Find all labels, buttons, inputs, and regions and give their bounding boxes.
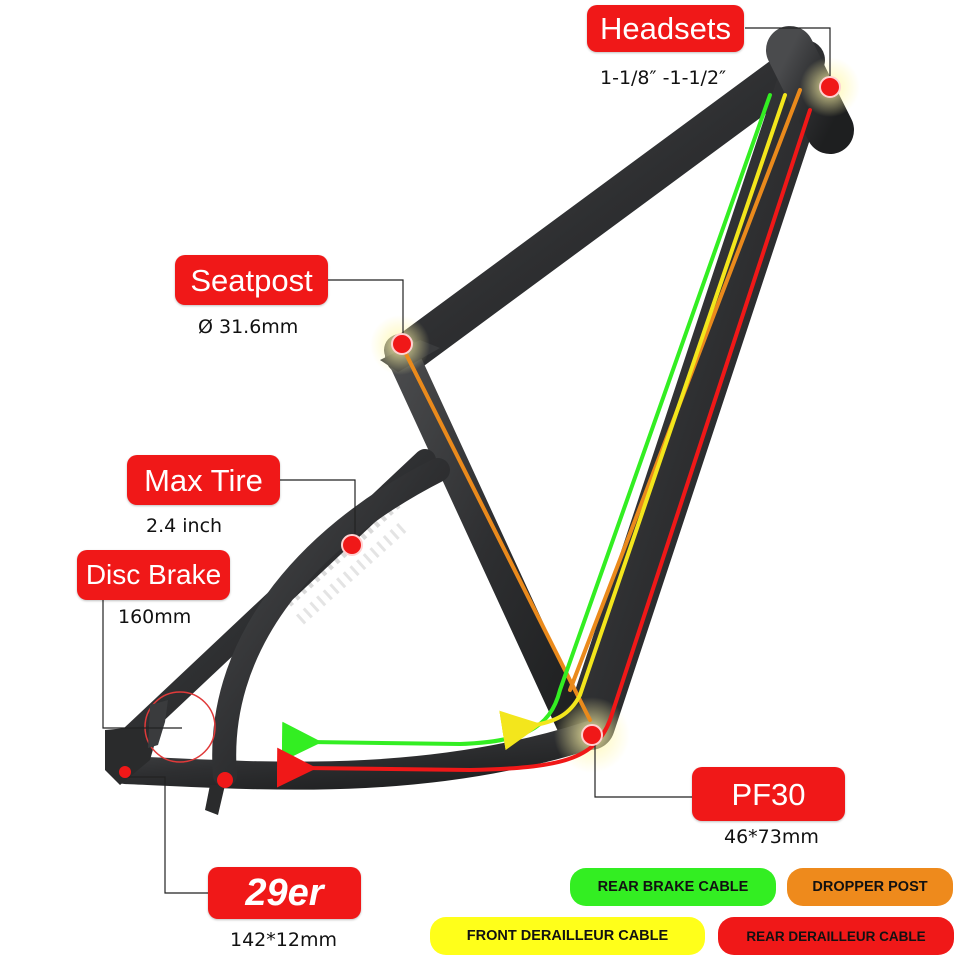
markers xyxy=(119,76,841,788)
legend-dropper-post: DROPPER POST xyxy=(787,868,953,906)
cable-orange xyxy=(403,350,592,722)
seatpost-tag: Seatpost xyxy=(175,255,328,305)
legend-front-derailleur-cable: FRONT DERAILLEUR CABLE xyxy=(430,917,705,955)
marker-headsets xyxy=(819,76,841,98)
seatpost-spec: Ø 31.6mm xyxy=(198,316,299,338)
disc-brake-ring xyxy=(144,691,216,763)
marker-hanger xyxy=(217,772,233,788)
marker-seatpost xyxy=(391,333,413,355)
leader-maxtire xyxy=(280,479,356,545)
pf30-spec: 46*73mm xyxy=(724,826,819,848)
down-tube xyxy=(565,65,825,750)
rear-dropout xyxy=(105,725,160,785)
marker-pf30 xyxy=(581,724,603,746)
leader-headsets xyxy=(745,27,831,86)
leader-lines xyxy=(102,27,831,894)
headsets-spec: 1-1/8″ -1-1/2″ xyxy=(600,67,727,89)
headsets-tag: Headsets xyxy=(587,5,744,52)
pf30-tag: PF30 xyxy=(692,767,845,821)
cables xyxy=(276,88,812,788)
wheel-size-spec: 142*12mm xyxy=(230,929,337,951)
bike-frame xyxy=(111,26,854,790)
leader-disc xyxy=(102,600,182,729)
disc-brake-mount xyxy=(148,700,168,748)
top-tube xyxy=(385,40,825,375)
marker-dropout xyxy=(119,766,131,778)
chainstay xyxy=(111,721,604,790)
leader-seatpost xyxy=(328,279,404,345)
leader-pf30 xyxy=(594,735,692,798)
marker-maxtire xyxy=(341,534,363,556)
legend-rear-derailleur-cable: REAR DERAILLEUR CABLE xyxy=(718,917,954,955)
disc-brake-spec: 160mm xyxy=(118,606,192,628)
cable-red xyxy=(276,108,812,788)
legend-rear-brake-cable: REAR BRAKE CABLE xyxy=(570,868,776,906)
cable-yellow xyxy=(499,93,787,751)
max-tire-spec: 2.4 inch xyxy=(146,515,223,537)
seat-tube xyxy=(384,334,591,746)
disc-brake-tag: Disc Brake xyxy=(77,550,230,600)
seatstay-inner xyxy=(212,458,450,787)
derailleur-hanger xyxy=(205,785,225,815)
wheel-size-tag: 29er xyxy=(208,867,361,919)
leader-29er xyxy=(125,776,208,894)
max-tire-tag: Max Tire xyxy=(127,455,280,505)
